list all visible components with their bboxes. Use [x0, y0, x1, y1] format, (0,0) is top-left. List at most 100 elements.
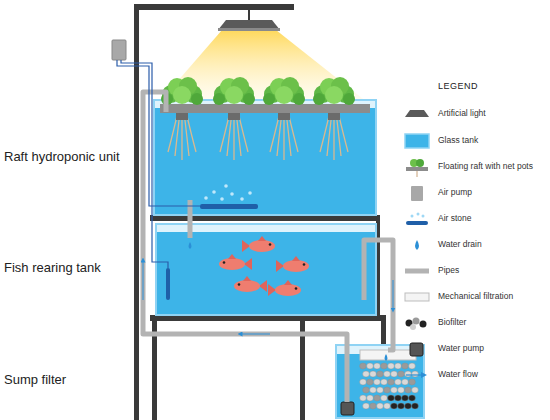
floating-raft — [160, 104, 370, 113]
legend-swatch — [405, 134, 429, 148]
fish — [276, 256, 309, 272]
biofilter-media — [360, 363, 419, 409]
legend-icon — [406, 159, 428, 177]
fish — [303, 263, 306, 266]
biofilter-media — [398, 403, 405, 409]
lettuce-plant — [161, 77, 355, 105]
biofilter-media — [377, 403, 384, 409]
fish — [258, 236, 266, 241]
fish — [292, 256, 300, 261]
legend-label: Mechanical filtration — [438, 292, 513, 302]
biofilter-media — [360, 379, 367, 385]
biofilter-media — [360, 395, 367, 401]
air-bubble — [220, 197, 224, 201]
water-pump — [341, 402, 354, 415]
biofilter-media — [381, 379, 388, 385]
biofilter-media — [398, 371, 405, 377]
legend-icon — [406, 167, 428, 171]
fish — [244, 258, 252, 270]
biofilter-media — [363, 371, 370, 377]
legend-label: Water drain — [438, 240, 482, 250]
plant-root — [168, 110, 348, 160]
legend-icon — [405, 293, 429, 301]
legend-label: Air stone — [438, 214, 472, 224]
biofilter-media — [412, 371, 419, 377]
lettuce-plant — [325, 86, 343, 104]
legend-icon — [416, 159, 424, 167]
biofilter-media — [363, 387, 370, 393]
legend-label: Air pump — [438, 188, 472, 198]
biofilter-media — [381, 395, 388, 401]
unit-label: Raft hydroponic unit — [4, 150, 120, 165]
biofilter-media — [384, 371, 391, 377]
biofilter-media — [405, 387, 412, 393]
water-flow — [393, 280, 394, 310]
fish — [249, 240, 275, 252]
biofilter-media — [395, 395, 402, 401]
biofilter-media — [409, 363, 416, 369]
biofilter-media — [377, 387, 384, 393]
pipe — [143, 92, 347, 402]
legend-icon — [410, 324, 416, 330]
biofilter-media — [398, 387, 405, 393]
biofilter-media — [388, 363, 395, 369]
fish — [283, 260, 309, 272]
fish — [223, 261, 226, 264]
artificial-light — [218, 28, 280, 31]
biofilter-media — [402, 363, 409, 369]
biofilter-media — [412, 387, 419, 393]
biofilter-media — [367, 363, 374, 369]
legend-label: Water flow — [438, 370, 478, 380]
legend-icon — [420, 321, 427, 328]
air-pump — [112, 40, 126, 60]
biofilter-media — [409, 395, 416, 401]
lettuce-plant — [243, 93, 255, 105]
fish — [219, 258, 245, 270]
biofilter-media — [402, 395, 409, 401]
lettuce-plant — [275, 86, 293, 104]
biofilter-media — [374, 363, 381, 369]
air-bubble — [240, 197, 244, 201]
fish — [268, 284, 276, 296]
air-bubble — [248, 191, 252, 195]
pipe — [364, 240, 393, 350]
biofilter-media — [370, 371, 377, 377]
fish — [234, 276, 267, 292]
legend-icon — [417, 171, 418, 177]
fish — [268, 280, 301, 296]
biofilter-media — [405, 371, 412, 377]
legend-icon — [405, 269, 429, 274]
air-pump — [112, 40, 126, 60]
legend-icon — [422, 215, 425, 218]
raft-tank — [154, 100, 376, 215]
air-tube — [117, 60, 200, 206]
legend-icon — [405, 110, 429, 117]
floating-raft — [160, 104, 370, 113]
legend-icon — [417, 213, 420, 216]
biofilter-media — [370, 387, 377, 393]
air-tube — [121, 60, 168, 268]
biofilter-media — [374, 379, 381, 385]
biofilter-media — [391, 387, 398, 393]
water-drain — [189, 242, 192, 249]
sump-tank — [337, 354, 423, 417]
artificial-light — [218, 20, 280, 31]
biofilter-media — [384, 403, 391, 409]
lettuce-plant — [191, 93, 203, 105]
legend-label: Biofilter — [438, 318, 466, 328]
legend-label: Glass tank — [438, 136, 478, 146]
frame — [381, 321, 386, 345]
biofilter-media — [409, 379, 416, 385]
legend-icon — [415, 240, 419, 250]
water-flow — [143, 260, 393, 334]
biofilter-media — [384, 387, 391, 393]
legend-icon — [405, 110, 429, 375]
legend-swatch-group — [405, 134, 429, 148]
fish-tank — [157, 232, 375, 314]
air-stone — [200, 204, 258, 209]
biofilter-media — [391, 403, 398, 409]
lettuce-plant — [343, 93, 355, 105]
legend-icon — [411, 215, 414, 218]
fish — [269, 243, 272, 246]
